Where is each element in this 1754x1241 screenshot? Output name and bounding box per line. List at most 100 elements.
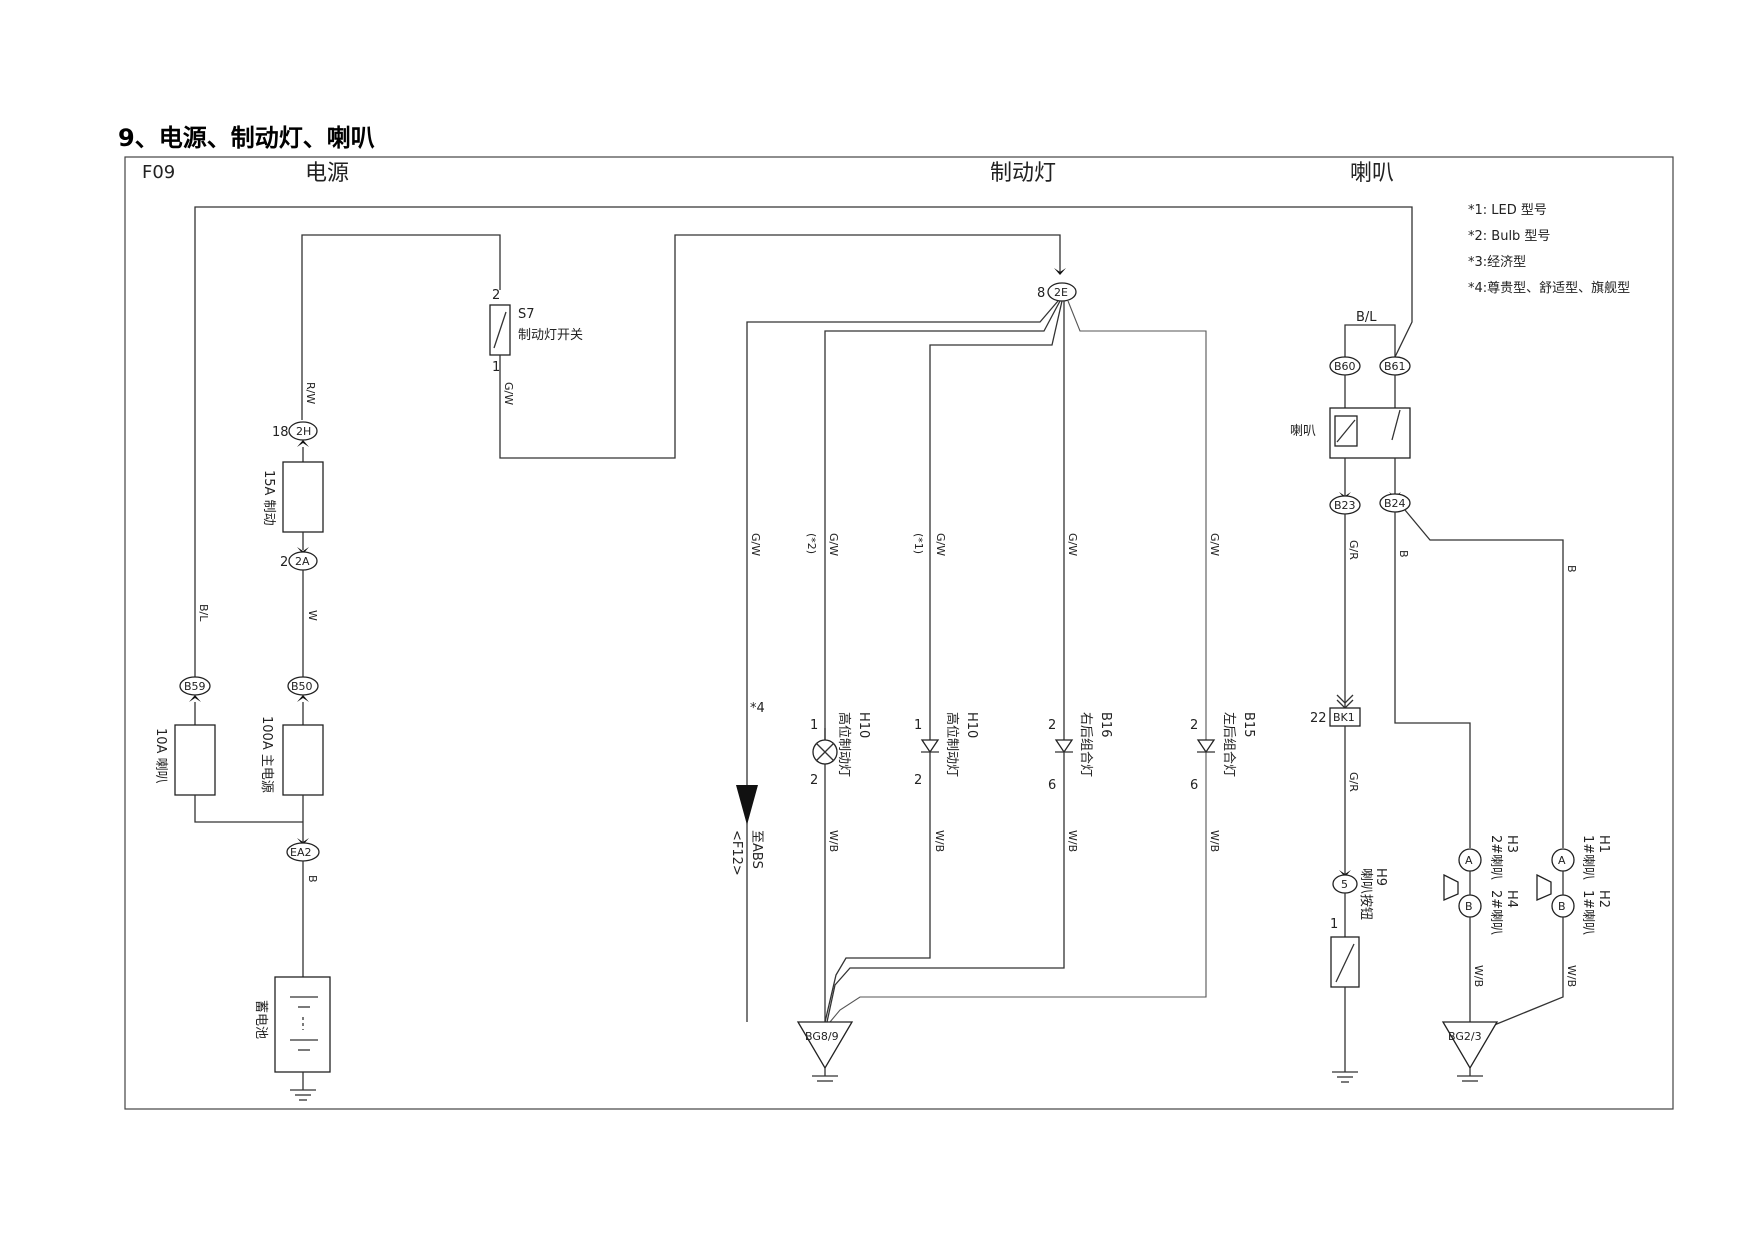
pin-b16-2: 2 [1048, 718, 1056, 733]
led-h10 [920, 739, 940, 754]
connector-b60-label: B60 [1334, 360, 1356, 373]
power-section: R/W 2H 18 15A 制动 2A 2 W B/L B59 B50 10A … [153, 206, 1413, 1101]
wire-label-gw-abs: G/W [749, 533, 762, 556]
wire-label-gw-b16: G/W [1066, 533, 1079, 556]
led-b15 [1196, 739, 1216, 754]
connector-b24-label: B24 [1384, 497, 1406, 510]
horn-1-a: A [1558, 854, 1566, 867]
horn-1b-label: 1#喇叭 [1580, 890, 1595, 935]
page-title: 9、电源、制动灯、喇叭 [118, 124, 375, 152]
note-3: *3:经济型 [1468, 255, 1526, 270]
connector-2h-label: 2H [296, 425, 311, 438]
horn-1-b: B [1558, 900, 1566, 913]
s7-code: S7 [518, 307, 535, 322]
connector-2e-label: 2E [1054, 286, 1068, 299]
pin-18: 18 [272, 425, 289, 440]
h10a-code: H10 [856, 712, 871, 738]
pin-h10b-1: 1 [914, 718, 922, 733]
horn-2b-label: 2#喇叭 [1488, 890, 1503, 935]
h10b-name: 高位制动灯 [944, 712, 960, 777]
wire-label-wb-1: W/B [827, 830, 840, 852]
pin-8: 8 [1037, 286, 1045, 301]
horn-relay-label: 喇叭 [1290, 424, 1316, 439]
variant-4: *4 [750, 701, 765, 716]
fuse-100a-label: 100A 主电源 [259, 716, 274, 793]
b15-code: B15 [1241, 712, 1256, 737]
wire-label-bl1: B/L [197, 604, 210, 622]
section-power: 电源 [305, 161, 349, 186]
pin-b16-6: 6 [1048, 778, 1056, 793]
led-b16 [1054, 739, 1074, 754]
note-1: *1: LED 型号 [1468, 203, 1547, 218]
abs-ref: <F12> [729, 830, 744, 876]
wire-label-wb-6: W/B [1565, 965, 1578, 987]
fuse-15a [282, 461, 324, 533]
wire-label-wb-4: W/B [1208, 830, 1221, 852]
section-horn: 喇叭 [1350, 161, 1394, 186]
s7-name: 制动灯开关 [518, 328, 583, 343]
pin-b15-6: 6 [1190, 778, 1198, 793]
notes-legend: *1: LED 型号 *2: Bulb 型号 *3:经济型 *4:尊贵型、舒适型… [1468, 203, 1630, 296]
note-2: *2: Bulb 型号 [1468, 229, 1550, 244]
wire-label-bl-horn: B/L [1356, 310, 1377, 325]
ground-battery [290, 1089, 316, 1101]
pin-b15-2: 2 [1190, 718, 1198, 733]
horn-2-b: B [1465, 900, 1473, 913]
connector-5-label: 5 [1341, 878, 1348, 891]
wire-label-gw-h10b: G/W [934, 533, 947, 556]
h1-code: H1 [1596, 835, 1611, 853]
pin-s7-1: 1 [492, 360, 500, 375]
wire-rw [301, 234, 501, 420]
abs-to: 至ABS [749, 830, 764, 869]
wire-label-wb-2: W/B [933, 830, 946, 852]
wire-label-wb-5: W/B [1472, 965, 1485, 987]
h9-code: H9 [1373, 868, 1388, 886]
wire-label-gw-b15: G/W [1208, 533, 1221, 556]
wire-label-gw-s7: G/W [502, 382, 515, 405]
wire-label-wb-3: W/B [1066, 830, 1079, 852]
connector-ea2-label: EA2 [290, 846, 311, 859]
wire-label-gr-2: G/R [1347, 772, 1360, 792]
wire-label-rw: R/W [304, 382, 317, 404]
fuse-15a-label: 15A 制动 [261, 470, 276, 526]
battery-label: 蓄电池 [253, 1000, 268, 1039]
h3-code: H3 [1504, 835, 1519, 853]
connector-b50-label: B50 [291, 680, 313, 693]
wire-label-gw-h10a: G/W [827, 533, 840, 556]
h10b-code: H10 [964, 712, 979, 738]
ground-bg89-label: BG8/9 [805, 1030, 839, 1043]
ground-bg23-label: BG2/3 [1448, 1030, 1482, 1043]
fuse-100a [282, 724, 324, 796]
horn-1a-label: 1#喇叭 [1580, 835, 1595, 880]
connector-bk1-label: BK1 [1333, 711, 1355, 724]
connector-2a-label: 2A [295, 555, 310, 568]
horn-2a-label: 2#喇叭 [1488, 835, 1503, 880]
b16-name: 右后组合灯 [1078, 712, 1093, 777]
connector-b23-label: B23 [1334, 499, 1356, 512]
horn-2-a: A [1465, 854, 1473, 867]
wire-label-b1: B [306, 875, 319, 883]
arrow-2h [297, 440, 309, 447]
ground-bg89 [796, 1021, 854, 1070]
b16-code: B16 [1098, 712, 1113, 737]
connector-b59-label: B59 [184, 680, 206, 693]
connector-b61-label: B61 [1384, 360, 1406, 373]
wire-bl-horn [194, 206, 1413, 682]
pin-2-2a: 2 [280, 555, 288, 570]
variant-2: (*2) [805, 533, 818, 554]
wire-label-w: W [306, 610, 319, 621]
variant-1: (*1) [912, 533, 925, 554]
horn-section: B/L B60 B61 喇叭 B23 B24 G/R BK1 22 G/R [1290, 310, 1611, 1083]
diagram-frame [124, 156, 1674, 1110]
b15-name: 左后组合灯 [1221, 712, 1236, 777]
note-4: *4:尊贵型、舒适型、旗舰型 [1468, 280, 1630, 296]
fuse-10a-label: 10A 喇叭 [153, 728, 168, 784]
abs-arrow [736, 785, 758, 825]
pin-s7-2: 2 [492, 288, 500, 303]
h9-name: 喇叭按钮 [1358, 868, 1373, 920]
fuse-10a [174, 724, 216, 796]
section-brake: 制动灯 [990, 161, 1056, 186]
wire-label-gr-1: G/R [1347, 540, 1360, 560]
wire-label-b-2: B [1397, 550, 1410, 558]
